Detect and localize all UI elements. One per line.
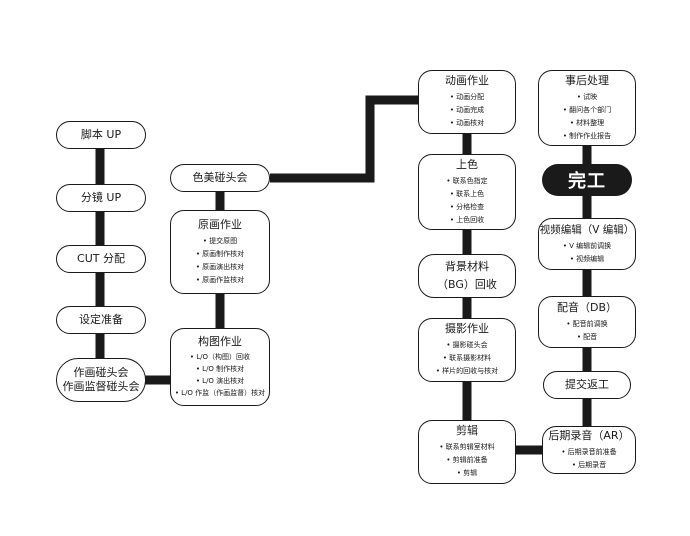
storyboard-up-label: 分镜 UP	[80, 191, 122, 204]
animation-meeting-label: 作画碰头会	[73, 366, 129, 379]
script-up-node: 脚本 UP	[56, 121, 146, 149]
editing-node: 剪辑 联系剪辑室材料 剪辑前准备 剪辑	[418, 420, 516, 484]
layout-item: L/O 作监（作画监督）核对	[175, 387, 265, 399]
connector-color-meeting-to-animation	[270, 95, 420, 183]
layout-title: 构图作业	[198, 335, 242, 348]
photography-title: 摄影作业	[445, 322, 489, 335]
photography-node: 摄影作业 摄影碰头会 联系摄影材料 样片的回收与核对	[418, 318, 516, 382]
post-processing-item: 翻问各个部门	[563, 104, 611, 117]
animation-work-item: 动画分配	[450, 91, 484, 104]
animation-work-node: 动画作业 动画分配 动画完成 动画核对	[418, 70, 516, 134]
post-processing-item: 制作作业报告	[563, 130, 611, 143]
coloring-item: 上色回收	[446, 214, 487, 227]
genga-item: 提交原图	[196, 235, 244, 248]
post-processing-item: 试映	[563, 91, 611, 104]
post-processing-node: 事后处理 试映 翻问各个部门 材料整理 制作作业报告	[538, 70, 636, 146]
color-meeting-node: 色美碰头会	[170, 164, 270, 192]
genga-title: 原画作业	[198, 217, 242, 231]
storyboard-up-node: 分镜 UP	[56, 184, 146, 212]
setting-prep-label: 设定准备	[79, 313, 123, 326]
dubbing-title: 配音（DB）	[556, 300, 618, 314]
dubbing-node: 配音（DB） 配音前调换 配音	[538, 296, 636, 348]
photography-item: 联系摄影材料	[436, 352, 498, 365]
animation-work-item: 动画完成	[450, 104, 484, 117]
coloring-item: 分格检查	[446, 201, 487, 214]
animation-work-item: 动画核对	[450, 117, 484, 130]
genga-item: 原画演出核对	[196, 261, 244, 274]
editing-title: 剪辑	[456, 424, 478, 437]
post-recording-item: 后期录音前准备	[561, 446, 617, 459]
delivery-node: 提交返工	[543, 371, 631, 399]
completion-label: 完工	[568, 171, 606, 192]
background-node: 背景材料 （BG）回收	[418, 254, 516, 298]
background-label: 背景材料	[445, 260, 489, 273]
editing-item: 剪辑前准备	[439, 454, 494, 467]
delivery-label: 提交返工	[565, 378, 609, 391]
layout-item: L/O 演出核对	[175, 375, 265, 387]
editing-item: 剪辑	[439, 467, 494, 480]
dubbing-item: 配音前调换	[566, 318, 608, 331]
genga-node: 原画作业 提交原图 原画制作核对 原画演出核对 原画作监核对	[170, 210, 270, 294]
post-recording-item: 后期录音	[561, 459, 616, 472]
background-return-label: （BG）回收	[437, 278, 497, 291]
post-processing-item: 材料整理	[563, 117, 611, 130]
completion-badge: 完工	[542, 164, 632, 196]
animation-meeting-node: 作画碰头会 作画监督碰头会	[56, 358, 146, 402]
post-recording-node: 后期录音（AR） 后期录音前准备 后期录音	[542, 426, 636, 474]
video-edit-title: 视频编辑（V 编辑）	[539, 223, 635, 236]
dubbing-item: 配音	[566, 331, 607, 344]
color-meeting-label: 色美碰头会	[192, 171, 248, 184]
script-up-label: 脚本 UP	[80, 128, 122, 141]
photography-item: 摄影碰头会	[436, 339, 498, 352]
genga-item: 原画制作核对	[196, 248, 244, 261]
cut-allocation-node: CUT 分配	[56, 245, 146, 273]
video-edit-item: 视频编辑	[563, 253, 611, 266]
layout-node: 构图作业 L/O（构图）回收 L/O 制作核对 L/O 演出核对 L/O 作监（…	[170, 328, 270, 406]
video-edit-item: V 编辑前调换	[563, 240, 611, 253]
coloring-item: 联系上色	[446, 188, 487, 201]
layout-item: L/O 制作核对	[175, 363, 265, 375]
photography-item: 样片的回收与核对	[436, 365, 498, 378]
post-recording-title: 后期录音（AR）	[548, 428, 630, 442]
animation-director-meeting-label: 作画监督碰头会	[62, 380, 140, 393]
coloring-item: 联系色指定	[446, 175, 488, 188]
video-edit-node: 视频编辑（V 编辑） V 编辑前调换 视频编辑	[538, 218, 636, 270]
setting-prep-node: 设定准备	[56, 306, 146, 334]
post-processing-title: 事后处理	[565, 73, 609, 87]
genga-item: 原画作监核对	[196, 274, 244, 287]
layout-item: L/O（构图）回收	[175, 351, 265, 363]
editing-item: 联系剪辑室材料	[439, 441, 495, 454]
animation-work-title: 动画作业	[445, 74, 489, 87]
coloring-title: 上色	[456, 157, 478, 171]
cut-allocation-label: CUT 分配	[77, 252, 125, 265]
coloring-node: 上色 联系色指定 联系上色 分格检查 上色回收	[418, 154, 516, 230]
